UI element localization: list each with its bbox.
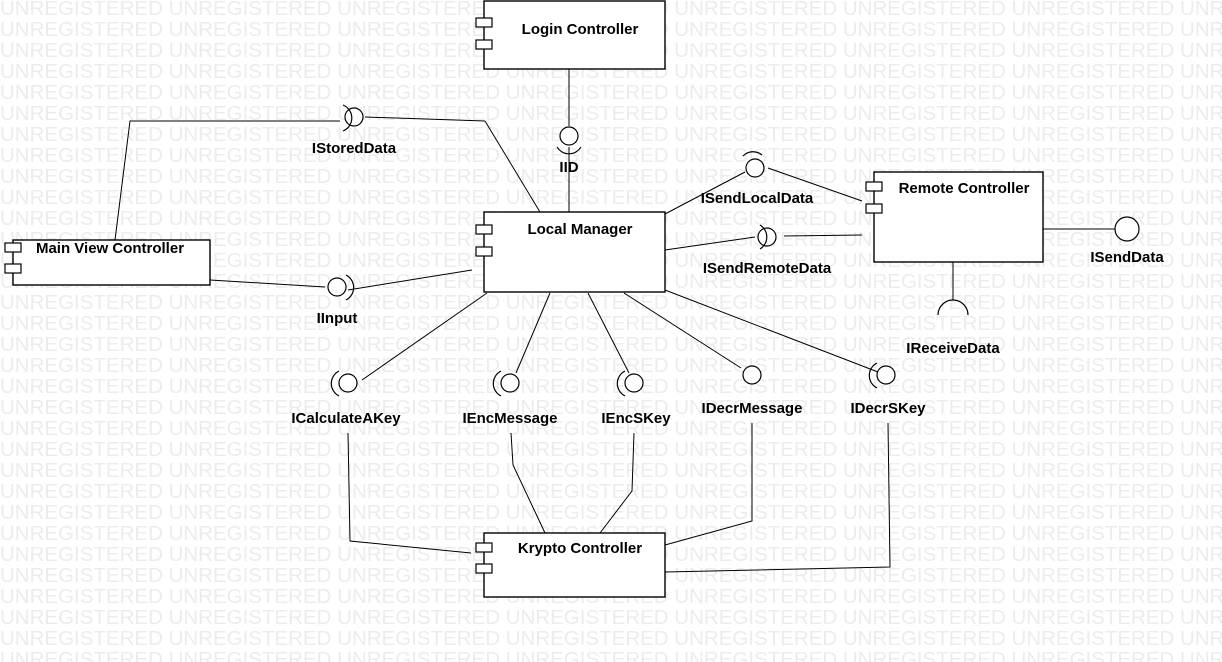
watermark-row: UNREGISTERED UNREGISTERED UNREGISTERED U… [0, 102, 1222, 125]
required-sockets [330, 104, 969, 397]
iinput-ball-icon [327, 277, 347, 297]
component-tab-icon [475, 17, 493, 28]
remote-controller-label: Remote Controller [899, 180, 1030, 197]
connector-local-manager-to-ienc-message [515, 292, 551, 374]
connector-istored-data-to-local-manager-2 [484, 120, 541, 213]
component-main-view-controller[interactable]: Main View Controller [4, 239, 211, 286]
connector-local-manager-to-isend-local-data [664, 171, 746, 215]
ienc-message-label: IEncMessage [462, 410, 557, 427]
isend-local-data-ball-icon [745, 158, 765, 178]
watermark-row: UNREGISTERED UNREGISTERED UNREGISTERED U… [0, 417, 1222, 440]
component-tab-icon [865, 181, 883, 192]
component-tab-icon [475, 246, 493, 257]
istored-data-label: IStoredData [312, 140, 397, 157]
provided-interfaces [327, 107, 1140, 393]
component-tab-icon [475, 39, 493, 50]
idecr-skey-ball-icon [876, 365, 896, 385]
isend-data-label: ISendData [1090, 249, 1164, 266]
watermark-row: UNREGISTERED UNREGISTERED UNREGISTERED U… [0, 81, 1222, 104]
watermark-row: UNREGISTERED UNREGISTERED UNREGISTERED U… [0, 354, 1222, 377]
istored-data-ball-icon [344, 107, 364, 127]
watermark-row: UNREGISTERED UNREGISTERED UNREGISTERED U… [0, 396, 1222, 419]
connector-istored-data-to-local-manager [364, 116, 486, 122]
main-view-controller-label: Main View Controller [36, 240, 184, 257]
component-tab-icon [475, 542, 493, 553]
ireceive-data-socket-icon [937, 299, 969, 316]
isend-remote-data-label: ISendRemoteData [703, 260, 832, 277]
watermark-row: UNREGISTERED UNREGISTERED UNREGISTERED U… [0, 312, 1222, 335]
connector-idecr-skey-to-krypto [664, 422, 891, 573]
connector-local-manager-to-icalculate-akey [361, 292, 488, 381]
watermark-row: UNREGISTERED UNREGISTERED UNREGISTERED U… [0, 438, 1222, 461]
isend-data-ball-icon [1114, 216, 1140, 242]
ienc-skey-label: IEncSKey [601, 410, 671, 427]
idecr-message-ball-icon [742, 365, 762, 385]
iid-ball-icon [559, 126, 579, 146]
component-remote-controller[interactable]: Remote Controller [865, 171, 1044, 263]
watermark-row: UNREGISTERED UNREGISTERED UNREGISTERED U… [0, 291, 1222, 314]
connector-idecr-message-to-krypto [664, 423, 753, 546]
component-tab-icon [475, 224, 493, 235]
watermark-row: UNREGISTERED UNREGISTERED UNREGISTERED U… [0, 648, 1222, 662]
ireceive-data-label: IReceiveData [906, 340, 1000, 357]
connector-iinput-to-local-manager [347, 269, 473, 291]
icalculate-akey-label: ICalculateAKey [291, 410, 401, 427]
connectors [114, 69, 1115, 573]
icalculate-akey-ball-icon [338, 373, 358, 393]
watermark-row: UNREGISTERED UNREGISTERED UNREGISTERED U… [0, 60, 1222, 83]
connector-icalculate-akey-to-krypto [347, 432, 472, 554]
component-local-manager[interactable]: Local Manager [475, 211, 666, 293]
krypto-controller-label: Krypto Controller [518, 540, 642, 557]
ienc-skey-socket-icon [616, 370, 626, 397]
watermark-row: UNREGISTERED UNREGISTERED UNREGISTERED U… [0, 375, 1222, 398]
local-manager-label: Local Manager [527, 221, 632, 238]
component-krypto-controller[interactable]: Krypto Controller [475, 532, 666, 598]
connector-isend-local-data-to-remote [767, 167, 863, 202]
watermark-row: UNREGISTERED UNREGISTERED UNREGISTERED U… [0, 480, 1222, 503]
isend-local-data-label: ISendLocalData [701, 190, 814, 207]
connector-local-manager-to-ienc-skey [587, 292, 630, 374]
component-tab-icon [865, 203, 883, 214]
iinput-label: IInput [317, 310, 358, 327]
connector-local-manager-to-idecr-message [623, 292, 742, 369]
watermark-row: UNREGISTERED UNREGISTERED UNREGISTERED U… [0, 123, 1222, 146]
watermark-row: UNREGISTERED UNREGISTERED UNREGISTERED U… [0, 501, 1222, 524]
idecr-skey-label: IDecrSKey [850, 400, 926, 417]
connector-main-view-to-iinput [209, 279, 326, 288]
connector-ienc-message-to-krypto [510, 432, 546, 534]
connector-local-manager-to-idecr-skey [664, 289, 879, 373]
istored-data-socket-icon [342, 104, 353, 132]
watermark-row: UNREGISTERED UNREGISTERED UNREGISTERED U… [0, 627, 1222, 650]
watermark-row: UNREGISTERED UNREGISTERED UNREGISTERED U… [0, 606, 1222, 629]
connector-ienc-skey-to-krypto [599, 432, 635, 534]
isend-remote-data-socket-icon [759, 224, 768, 250]
watermark-row: UNREGISTERED UNREGISTERED UNREGISTERED U… [0, 333, 1222, 356]
component-tab-icon [4, 263, 22, 274]
ienc-skey-ball-icon [624, 373, 644, 393]
watermark-row: UNREGISTERED UNREGISTERED UNREGISTERED U… [0, 459, 1222, 482]
connector-main-view-to-istored-data [114, 120, 340, 241]
component-tab-icon [4, 242, 22, 253]
iid-socket-icon [556, 146, 582, 155]
isend-local-data-socket-icon [742, 151, 763, 157]
icalculate-akey-socket-icon [330, 370, 340, 397]
connector-local-manager-to-isend-remote-data [664, 236, 756, 251]
iinput-socket-icon [345, 274, 355, 301]
component-tab-icon [475, 563, 493, 574]
login-controller-label: Login Controller [522, 21, 639, 38]
idecr-skey-socket-icon [868, 362, 878, 389]
ienc-message-ball-icon [500, 373, 520, 393]
component-login-controller[interactable]: Login Controller [475, 0, 666, 70]
connector-isend-remote-data-to-remote [783, 234, 863, 237]
watermark-row: UNREGISTERED UNREGISTERED UNREGISTERED U… [0, 144, 1222, 167]
interface-labels: IStoredData IID ISendLocalData ISendRemo… [291, 140, 1164, 427]
idecr-message-label: IDecrMessage [702, 400, 803, 417]
iid-label: IID [559, 159, 578, 176]
ienc-message-socket-icon [492, 370, 502, 397]
